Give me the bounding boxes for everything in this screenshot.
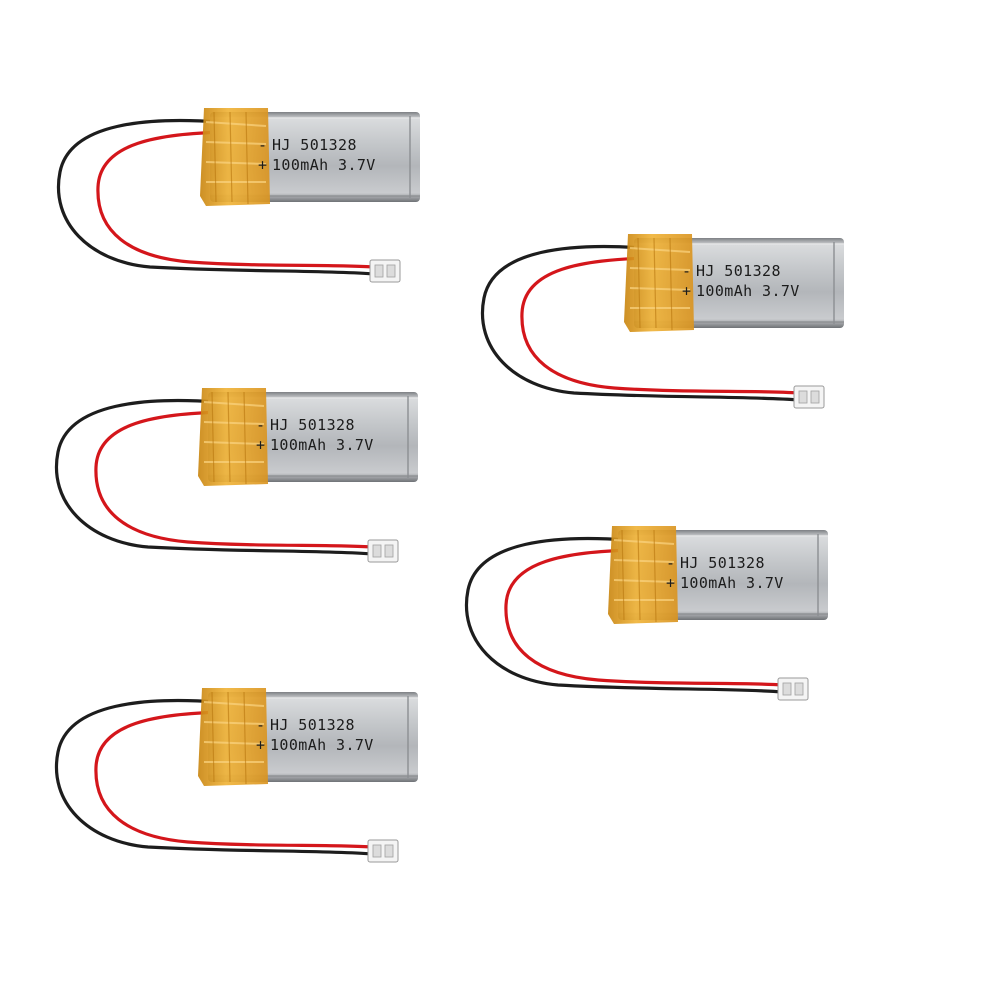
battery-1-spec: 100mAh 3.7V bbox=[272, 156, 376, 174]
battery-4-spec: 100mAh 3.7V bbox=[680, 574, 784, 592]
battery-3-spec: 100mAh 3.7V bbox=[270, 436, 374, 454]
battery-cell-icon bbox=[464, 524, 830, 702]
battery-5-model: HJ 501328 bbox=[270, 716, 355, 734]
battery-cell-icon bbox=[480, 232, 846, 410]
battery-3-minus: - bbox=[256, 416, 265, 434]
battery-cell-icon bbox=[54, 686, 420, 864]
battery-5-plus: + bbox=[256, 736, 265, 754]
battery-1-model: HJ 501328 bbox=[272, 136, 357, 154]
battery-4-model: HJ 501328 bbox=[680, 554, 765, 572]
battery-5: HJ 501328 + 100mAh 3.7V - bbox=[54, 686, 420, 864]
battery-4-plus: + bbox=[666, 574, 675, 592]
battery-5-minus: - bbox=[256, 716, 265, 734]
battery-3-model: HJ 501328 bbox=[270, 416, 355, 434]
battery-5-spec: 100mAh 3.7V bbox=[270, 736, 374, 754]
battery-2: HJ 501328 + 100mAh 3.7V - bbox=[480, 232, 846, 410]
battery-2-model: HJ 501328 bbox=[696, 262, 781, 280]
battery-3-plus: + bbox=[256, 436, 265, 454]
battery-3: HJ 501328 + 100mAh 3.7V - bbox=[54, 386, 420, 564]
battery-1: HJ 501328 + 100mAh 3.7V - bbox=[56, 106, 422, 284]
battery-4-minus: - bbox=[666, 554, 675, 572]
battery-cell-icon bbox=[54, 386, 420, 564]
battery-1-minus: - bbox=[258, 136, 267, 154]
battery-4: HJ 501328 + 100mAh 3.7V - bbox=[464, 524, 830, 702]
battery-2-plus: + bbox=[682, 282, 691, 300]
battery-1-plus: + bbox=[258, 156, 267, 174]
battery-cell-icon bbox=[56, 106, 422, 284]
battery-2-minus: - bbox=[682, 262, 691, 280]
battery-2-spec: 100mAh 3.7V bbox=[696, 282, 800, 300]
